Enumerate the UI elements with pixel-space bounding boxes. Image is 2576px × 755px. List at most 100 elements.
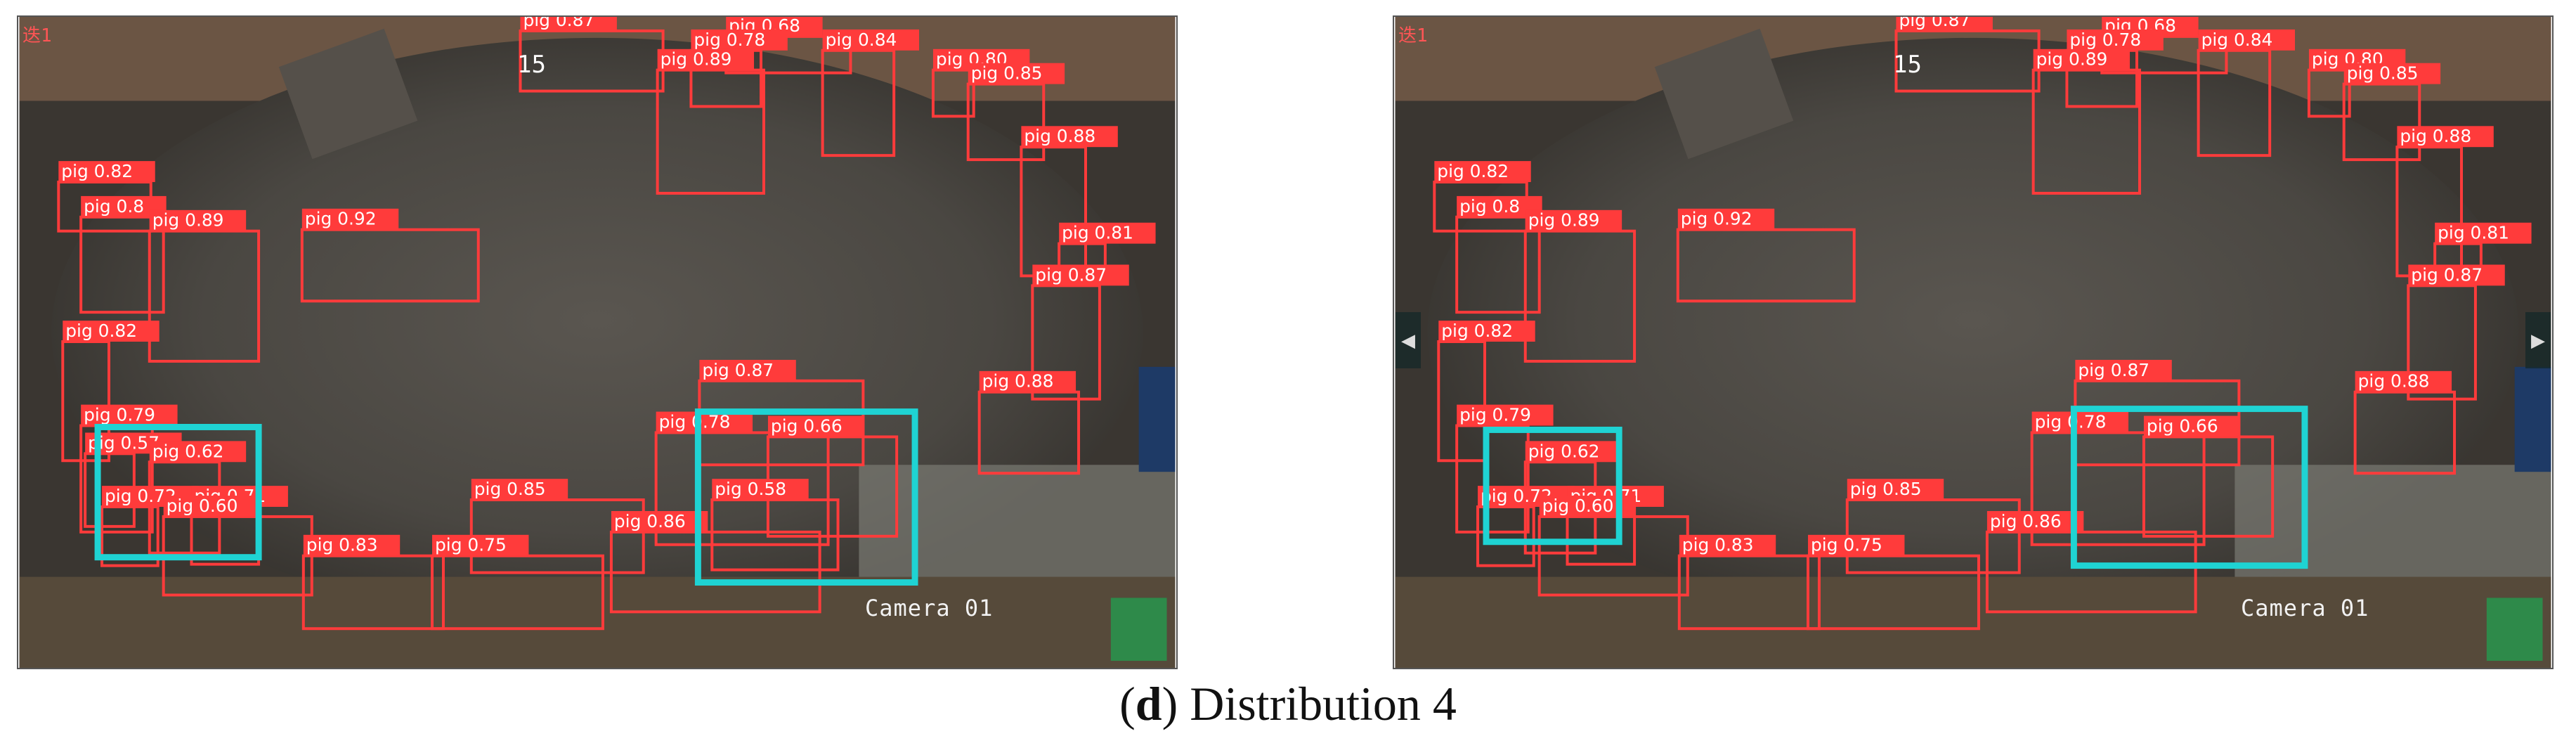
detection-label: pig 0.86 <box>614 511 686 531</box>
figure-caption: (d) Distribution 4 <box>1119 677 1457 730</box>
pen-rail-bottom <box>19 576 1176 668</box>
detection-label: pig 0.66 <box>771 415 843 436</box>
detection-label: pig 0.81 <box>1062 223 1133 243</box>
detection-label-bg <box>656 411 753 433</box>
detection-label: pig 0.92 <box>1681 209 1752 229</box>
detection-label-bg <box>1457 404 1554 426</box>
detection-label-bg <box>822 29 920 51</box>
detection-label-bg <box>691 29 788 51</box>
detection-label-bg <box>1525 441 1622 463</box>
detection-label: pig 0.82 <box>61 161 133 181</box>
detection-label-bg <box>1525 209 1622 231</box>
detection-label-bg <box>699 359 796 381</box>
lamp-box <box>278 28 418 160</box>
camera-label: Camera 01 <box>2241 595 2369 621</box>
detection-label-bg <box>1808 534 1905 556</box>
detection-label: pig 0.82 <box>65 321 137 341</box>
highlight-box <box>694 408 918 586</box>
detection-label: pig 0.82 <box>1437 161 1509 181</box>
detection-label-bg <box>1021 126 1118 148</box>
detection-label: pig 0.62 <box>1528 441 1600 461</box>
detection-label: pig 0.66 <box>2147 415 2218 436</box>
detection-label: pig 0.87 <box>1899 17 1970 30</box>
detection-label: pig 0.85 <box>1850 479 1922 499</box>
detection-label-bg <box>520 17 617 31</box>
timestamp-fragment: 15 <box>1893 51 1922 79</box>
blue-barrel <box>1138 366 1176 472</box>
detection-label: pig 0.89 <box>661 49 732 70</box>
detection-label: pig 0.84 <box>2201 30 2273 50</box>
detection-label-bg <box>58 161 155 182</box>
detection-label: pig 0.87 <box>2411 264 2483 285</box>
detection-label-bg <box>1986 510 2084 532</box>
caption-letter: d <box>1135 677 1162 730</box>
detection-label: pig 0.85 <box>971 63 1043 84</box>
detection-label: pig 0.89 <box>1528 210 1600 231</box>
detection-label: pig 0.88 <box>982 371 1054 392</box>
green-bucket <box>1110 598 1167 662</box>
detection-label: pig 0.62 <box>152 441 224 461</box>
detection-label: pig 0.87 <box>2078 360 2149 380</box>
detection-label-bg <box>1059 222 1156 244</box>
detection-label: pig 0.85 <box>2347 63 2419 84</box>
detection-label-bg <box>163 496 261 517</box>
detection-label-bg <box>2075 359 2172 381</box>
detection-label: pig 0.84 <box>826 30 897 50</box>
detection-label-bg <box>1679 534 1776 556</box>
detection-label-bg <box>149 209 247 231</box>
pen-rail-bottom <box>1395 576 2551 668</box>
detection-label: pig 0.88 <box>1024 126 1095 146</box>
detection-label-bg <box>2355 370 2452 392</box>
detection-label-bg <box>432 534 529 556</box>
detection-label-bg <box>301 208 399 230</box>
detection-label: pig 0.79 <box>84 405 155 425</box>
detection-label: pig 0.78 <box>659 411 731 432</box>
detection-label-bg <box>2343 63 2441 84</box>
detection-label: pig 0.78 <box>2035 411 2107 432</box>
detection-label: pig 0.79 <box>1459 405 1531 425</box>
detection-label: pig 0.60 <box>1542 496 1614 516</box>
detection-label: pig 0.87 <box>1035 264 1107 285</box>
detection-label-bg <box>657 49 755 70</box>
detection-label: pig 0.60 <box>167 496 238 516</box>
detection-box <box>609 530 821 614</box>
detection-label-bg <box>1896 17 1993 31</box>
detection-label: pig 0.83 <box>306 535 378 555</box>
detection-label-bg <box>1847 479 1944 501</box>
detection-label: pig 0.8 <box>84 196 144 217</box>
detection-label-bg <box>63 321 160 342</box>
detection-label-bg <box>611 510 708 532</box>
detection-label-bg <box>471 479 568 501</box>
camera-label: Camera 01 <box>865 595 994 621</box>
prev-arrow-icon[interactable]: ◀ <box>1396 312 1421 368</box>
detection-label: pig 0.92 <box>305 209 377 229</box>
detection-label: pig 0.75 <box>435 535 507 555</box>
detection-label: pig 0.89 <box>152 210 224 231</box>
green-bucket <box>2486 598 2543 662</box>
detection-label: pig 0.85 <box>474 479 546 499</box>
next-arrow-icon[interactable]: ▶ <box>2525 312 2551 368</box>
detection-label-bg <box>303 534 401 556</box>
detection-box <box>1985 530 2197 614</box>
detection-label: pig 0.88 <box>2358 371 2430 392</box>
lamp-box <box>1654 28 1794 160</box>
detection-label-bg <box>2143 415 2241 437</box>
detection-label: pig 0.78 <box>694 30 765 50</box>
detection-label: pig 0.58 <box>715 479 786 499</box>
detection-label: pig 0.89 <box>2036 49 2108 70</box>
detection-label-bg <box>81 404 178 426</box>
detection-label: pig 0.87 <box>702 360 774 380</box>
detection-label-bg <box>1032 264 1129 286</box>
detection-label-bg <box>968 63 1065 84</box>
detection-label: pig 0.83 <box>1682 535 1754 555</box>
detection-label-bg <box>2198 29 2296 51</box>
osd-text: 迭1 <box>22 25 52 46</box>
detection-label-bg <box>1434 161 1531 182</box>
detection-label: pig 0.82 <box>1441 321 1513 341</box>
osd-text: 迭1 <box>1398 25 1428 46</box>
detection-label-bg <box>1677 208 1775 230</box>
